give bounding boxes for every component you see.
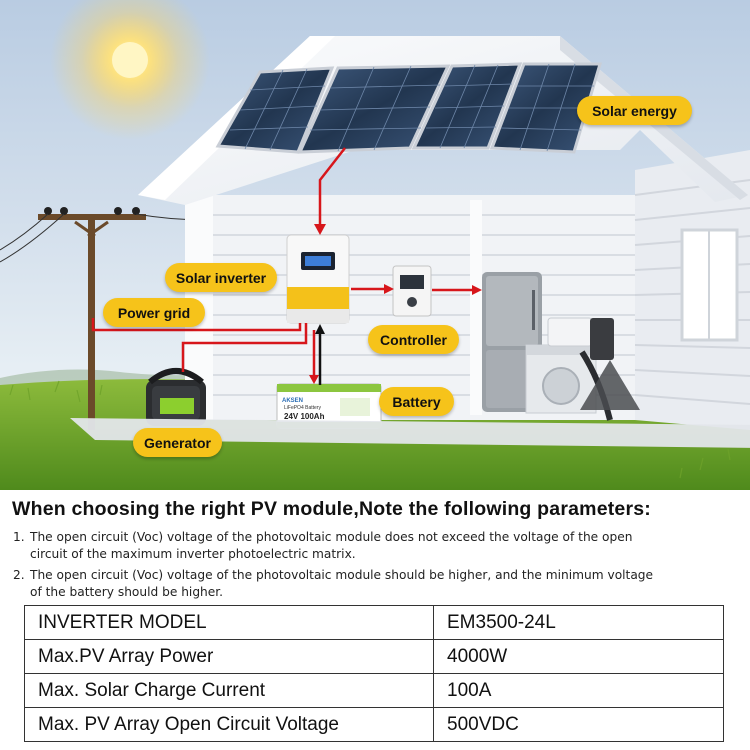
ev-charger — [579, 318, 640, 421]
wiring — [91, 147, 482, 385]
table-row: Max. Solar Charge Current 100A — [24, 673, 724, 708]
note-item-1: 1. The open circuit (Voc) voltage of the … — [13, 529, 743, 563]
pv-selection-heading: When choosing the right PV module,Note t… — [12, 498, 651, 520]
label-controller: Controller — [368, 325, 459, 354]
spec-param-cell: Max. PV Array Open Circuit Voltage — [24, 707, 434, 742]
portable-generator — [146, 368, 206, 426]
washing-machine — [525, 344, 597, 414]
spec-value-cell: EM3500-24L — [433, 605, 724, 640]
spec-value-cell: 4000W — [433, 639, 724, 674]
table-row: INVERTER MODEL EM3500-24L — [24, 605, 724, 640]
inverter-spec-table: INVERTER MODEL EM3500-24L Max.PV Array P… — [24, 605, 724, 742]
house-scene: AKSEN LiFePO4 Battery 24V 100Ah — [0, 0, 750, 490]
label-solar-inverter: Solar inverter — [165, 263, 277, 292]
spec-param-cell: INVERTER MODEL — [24, 605, 434, 640]
note-item-2: 2. The open circuit (Voc) voltage of the … — [13, 567, 743, 601]
label-battery: Battery — [379, 387, 454, 416]
spec-param-cell: Max.PV Array Power — [24, 639, 434, 674]
spec-param-cell: Max. Solar Charge Current — [24, 673, 434, 708]
table-row: Max. PV Array Open Circuit Voltage 500VD… — [24, 707, 724, 742]
spec-value-cell: 500VDC — [433, 707, 724, 742]
spec-value-cell: 100A — [433, 673, 724, 708]
table-row: Max.PV Array Power 4000W — [24, 639, 724, 674]
note-text-continued: circuit of the maximum inverter photoele… — [30, 547, 356, 561]
label-solar-energy: Solar energy — [577, 96, 692, 125]
battery-type: LiFePO4 Battery — [284, 405, 321, 411]
solar-system-illustration: AKSEN LiFePO4 Battery 24V 100Ah — [0, 0, 750, 490]
label-generator: Generator — [133, 428, 222, 457]
solar-inverter-device — [286, 234, 350, 324]
microwave — [547, 317, 593, 347]
solar-panels — [215, 62, 603, 154]
battery-brand: AKSEN — [282, 398, 303, 404]
battery-spec: 24V 100Ah — [284, 412, 325, 421]
note-text: The open circuit (Voc) voltage of the ph… — [30, 568, 654, 582]
label-power-grid: Power grid — [103, 298, 205, 327]
note-text-continued: of the battery should be higher. — [30, 585, 224, 599]
note-number: 1. — [13, 530, 25, 544]
charge-controller-device — [392, 265, 432, 317]
utility-pole — [0, 207, 261, 430]
note-number: 2. — [13, 568, 25, 582]
note-text: The open circuit (Voc) voltage of the ph… — [30, 530, 633, 544]
